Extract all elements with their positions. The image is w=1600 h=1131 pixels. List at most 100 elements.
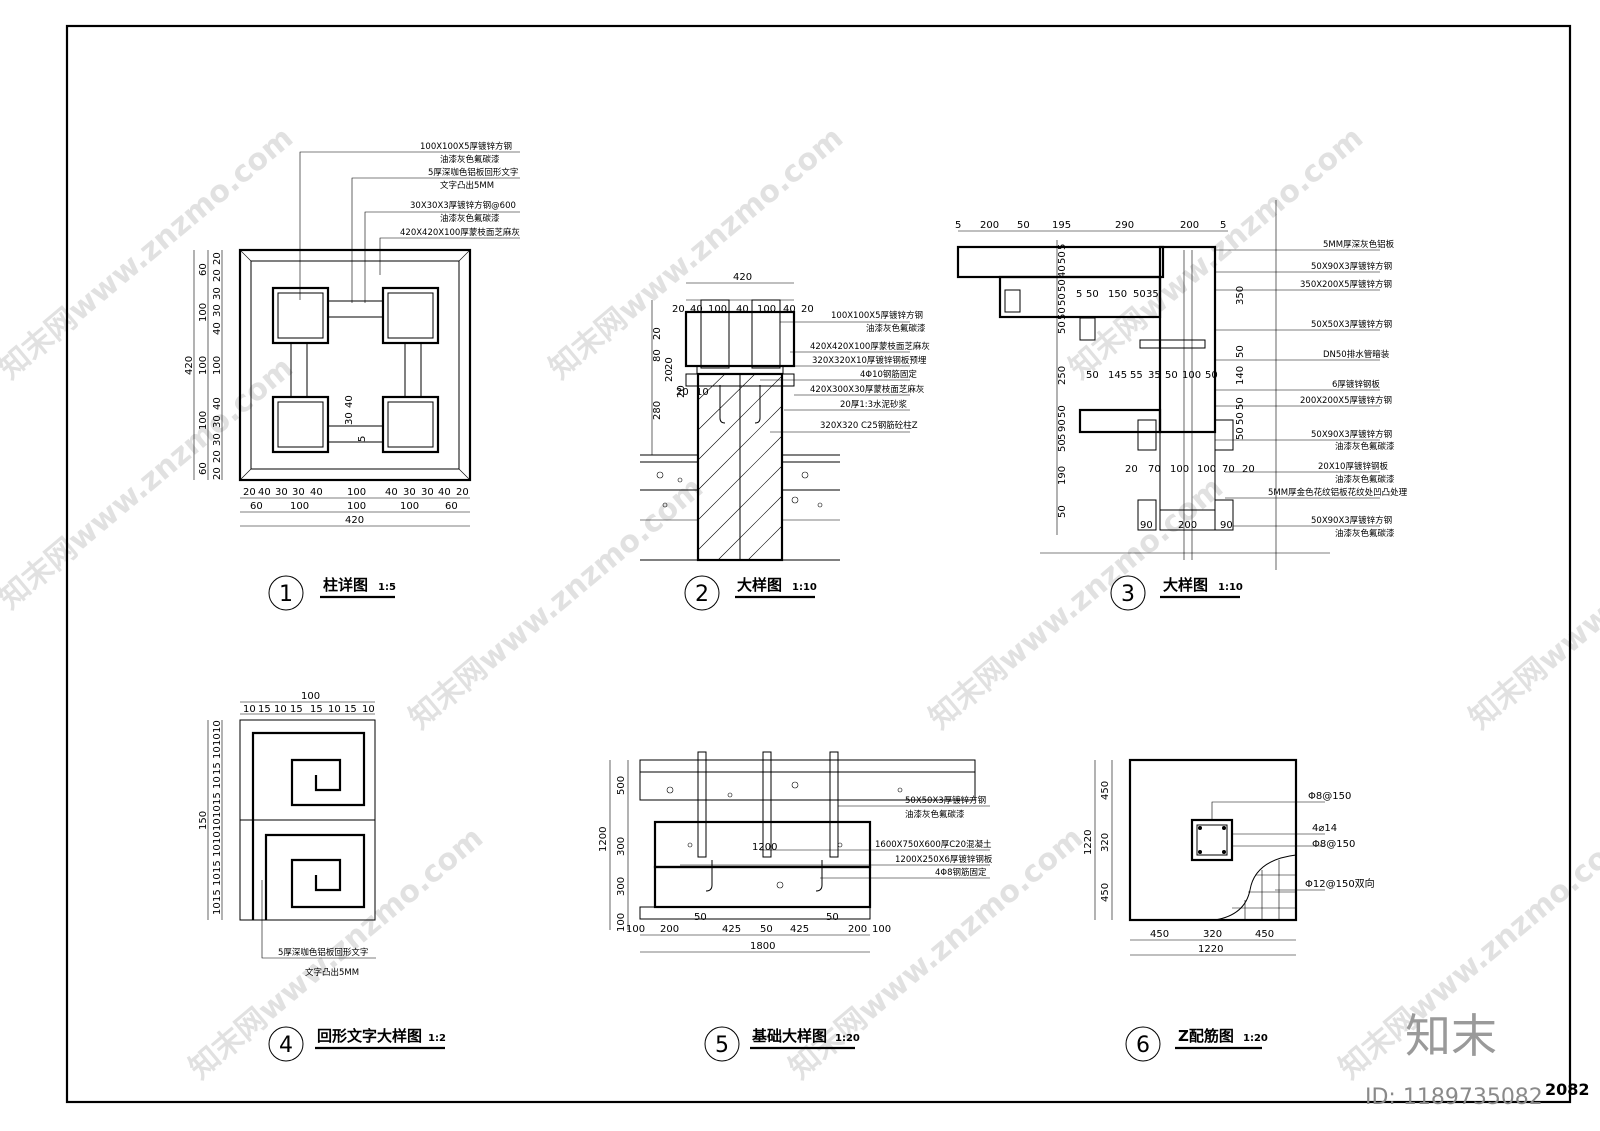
dim-label: 50: [1057, 439, 1068, 452]
callout: 420X420X100厚蒙枝面芝麻灰: [810, 341, 930, 352]
callout: 文字凸出5MM: [440, 180, 494, 191]
detail-title: 柱详图: [323, 576, 368, 594]
callout: 油漆灰色氟碳漆: [1335, 528, 1395, 539]
dim-label: 300: [616, 837, 627, 856]
dim-label: 200: [980, 220, 999, 231]
steel-tie-bar: [290, 300, 422, 443]
dim-label: 100: [290, 501, 309, 512]
stone-cap: [684, 310, 796, 368]
detail-scale: 1:2: [428, 1033, 446, 1044]
detail-scale: 1:20: [835, 1033, 860, 1044]
fret-pattern: [251, 731, 366, 920]
callout: 6厚镀锌钢板: [1332, 379, 1380, 390]
dim-label: 100: [757, 304, 776, 315]
callout: 油漆灰色氟碳漆: [1335, 474, 1395, 485]
dim-label: 90: [1140, 520, 1153, 531]
dim-label: 30: [212, 304, 223, 317]
callout: 20厚1:3水泥砂浆: [840, 399, 907, 410]
embed-plate: [696, 365, 784, 375]
dim-label: 55: [1130, 370, 1143, 381]
detail-title: Z配筋图: [1178, 1027, 1234, 1045]
dim-label: 100: [872, 924, 891, 935]
dim-label: 5: [955, 220, 961, 231]
leader-lines: [680, 805, 990, 879]
dim-label: 40: [783, 304, 796, 315]
site-logo: 知末: [1405, 1009, 1497, 1063]
dim-label: 30: [212, 415, 223, 428]
dim-label: 10: [212, 746, 223, 759]
dim-label: 100: [212, 356, 223, 375]
dim-label: 100: [616, 913, 627, 932]
dim-label: 15: [212, 792, 223, 805]
dim-label: 100: [400, 501, 419, 512]
sheet-border: [65, 24, 1572, 1104]
dim-label: 100: [198, 356, 209, 375]
dim-label: 10: [212, 831, 223, 844]
detail-scale: 1:10: [1218, 582, 1243, 593]
detail-number-circle: [268, 575, 304, 611]
dim-label: 60: [250, 501, 263, 512]
dim-label: 10: [362, 704, 375, 715]
detail-1-column-plan: 100X100X5厚镀锌方钢 油漆灰色氟碳漆 5厚深咖色铝板回形文字 文字凸出5…: [184, 141, 520, 611]
dim-label: 100: [1170, 464, 1189, 475]
watermark-text: 知末网www.znzmo.com: [0, 350, 300, 616]
dim-label: 10: [274, 704, 287, 715]
detail-number: 3: [1121, 582, 1135, 607]
dim-label: 10: [212, 776, 223, 789]
detail-title: 大样图: [737, 576, 782, 594]
dim-label: 425: [722, 924, 741, 935]
dim-label: 300: [616, 877, 627, 896]
dim-label: 70: [1148, 464, 1161, 475]
leader-lines: [1215, 249, 1380, 527]
page-label: 2082: [1545, 1080, 1590, 1099]
dim-label: 10: [328, 704, 341, 715]
watermark-text: 知末网www.znzmo.com: [0, 120, 300, 386]
dim-label: 40: [438, 487, 451, 498]
dim-label: 280: [652, 401, 663, 420]
dim-label: 10: [696, 387, 709, 398]
rebar-grid: [1232, 860, 1296, 920]
dim-label: 140: [1235, 366, 1246, 385]
dim-label: 40: [212, 322, 223, 335]
detail-scale: 1:20: [1243, 1033, 1268, 1044]
dimension-lines: [193, 250, 470, 527]
dim-label: 40: [344, 395, 355, 408]
dim-label: 200: [1180, 220, 1199, 231]
dim-label: 50: [1057, 293, 1068, 306]
callout: 5MM厚深灰色铝板: [1323, 239, 1395, 250]
dim-label: 50: [1057, 251, 1068, 264]
dim-label: 20: [456, 487, 469, 498]
dim-label: 20: [672, 304, 685, 315]
dim-label: 5: [1076, 289, 1082, 300]
dim-label: 350: [1235, 286, 1246, 305]
dim-label: 50: [1205, 370, 1218, 381]
callout: 油漆灰色氟碳漆: [1335, 441, 1395, 452]
detail-number: 2: [695, 582, 709, 607]
callout: 油漆灰色氟碳漆: [866, 323, 926, 334]
dim-label: 20: [212, 450, 223, 463]
callout: 200X200X5厚镀锌方钢: [1300, 395, 1392, 406]
dim-label: 35: [1148, 370, 1161, 381]
dim-label: 15: [344, 704, 357, 715]
dim-label: 50: [826, 912, 839, 923]
callout: 100X100X5厚镀锌方钢: [831, 310, 923, 321]
callout: 30X30X3厚镀锌方钢@600: [410, 200, 516, 211]
callout: Φ12@150双向: [1305, 877, 1375, 890]
dim-label: 145: [1108, 370, 1127, 381]
callout: 油漆灰色氟碳漆: [440, 154, 500, 165]
dim-label: 30: [212, 433, 223, 446]
dim-label: 10: [212, 873, 223, 886]
detail-3-canopy-section: 5 200 50 195 290 200 5 5 50 40 50 50 50 …: [955, 200, 1408, 611]
dim-label: 20: [1125, 464, 1138, 475]
detail-scale: 1:5: [378, 582, 396, 593]
detail-2-section: 420 20 40 100 40 100 40 20 20 80 20 20 2…: [640, 272, 930, 611]
callout: 4⌀14: [1312, 823, 1337, 834]
stone-cap-inner: [250, 260, 460, 470]
dim-label: 20: [664, 357, 675, 370]
dim-label: 20: [212, 252, 223, 265]
dim-label: 60: [445, 501, 458, 512]
callout: 20X10厚镀锌钢板: [1318, 461, 1388, 472]
dim-label: 15: [212, 762, 223, 775]
dim-label: 50: [694, 912, 707, 923]
